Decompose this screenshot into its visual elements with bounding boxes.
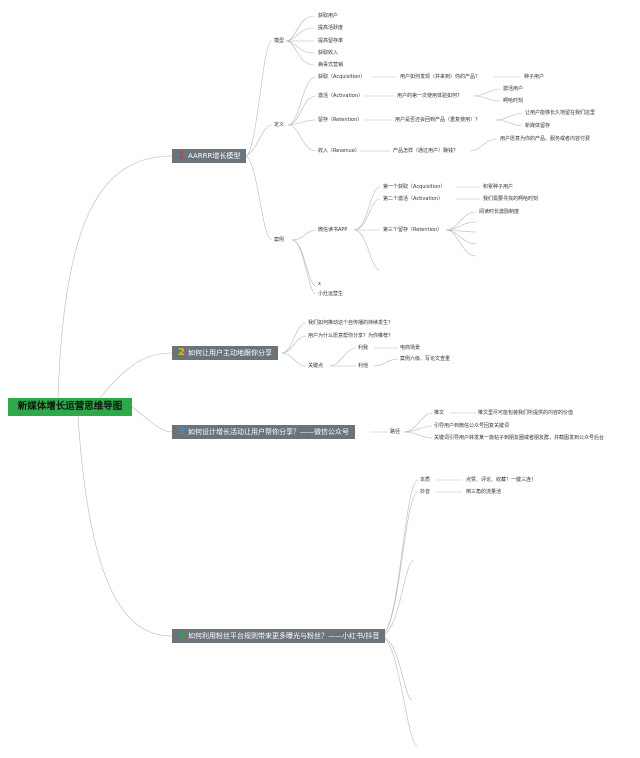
def-retention-answer[interactable]: 新媒体留存 [525, 123, 551, 129]
b3-path[interactable]: 路径 [390, 429, 401, 435]
b4-douyin[interactable]: 抖音 [420, 489, 431, 495]
b3-step-2[interactable]: 引导用户到微信公众号回复关键词 [434, 423, 510, 429]
model-label[interactable]: 模型 [274, 38, 285, 44]
def-acquisition-question[interactable]: 用户如何发现（并来到）你的产品？ [400, 74, 481, 80]
def-retention-answer[interactable]: 让用户能够长久地留在我们这里 [525, 110, 596, 116]
branch-4-label: 如何利用粉丝平台规则带来更多曝光与粉丝？——小红书/抖音 [187, 632, 380, 640]
def-revenue[interactable]: 收入（Revenue） [318, 148, 360, 154]
b2-question-1[interactable]: 我们如何推动这个自传播的持续发生？ [308, 320, 394, 326]
branch-3-number: 3 [178, 426, 185, 437]
b3-tweet[interactable]: 推文 [434, 410, 445, 416]
def-retention[interactable]: 留存（Retention） [318, 117, 363, 123]
model-item[interactable]: 提高活跃度 [318, 25, 344, 31]
case-step-1[interactable]: 第一个获取（Acquisition） [383, 184, 446, 190]
b4-essence-answer[interactable]: 点赞、评论、收藏！一键三连！ [466, 477, 537, 483]
branch-3-label: 如何设计增长活动让用户帮你分享？——微信公众号 [187, 428, 349, 436]
b2-key-point[interactable]: 关键点 [308, 363, 324, 369]
b4-essence[interactable]: 本质 [420, 477, 431, 483]
branch-2-number: 2 [178, 347, 185, 358]
def-acquisition[interactable]: 获取（Acquisition） [318, 74, 366, 80]
case-step-2[interactable]: 第二个激活（Activation） [383, 196, 444, 202]
b2-question-2[interactable]: 用户为什么愿意帮你分享？为你推荐？ [308, 333, 394, 339]
case-step-3-answer[interactable]: 阅读时长激励制度 [479, 209, 520, 215]
case-x[interactable]: x [318, 281, 321, 287]
branch-2-label: 如何让用户主动地跟你分享 [187, 349, 272, 357]
model-item[interactable]: 获取收入 [318, 50, 339, 56]
def-activation-answer[interactable]: 啊哈时刻 [503, 98, 524, 104]
def-activation-answer[interactable]: 激活用户 [503, 86, 524, 92]
case-label[interactable]: 案例 [274, 237, 285, 243]
branch-1-label: AARRR增长模型 [187, 152, 241, 160]
branch-1-number: 1 [178, 150, 185, 161]
b2-li-wo[interactable]: 利我 [358, 345, 369, 351]
b3-step-3[interactable]: 关键词引导用户转发某一篇帖子到朋友圈或者朋友群，并截图发到公众号后台 [434, 435, 605, 441]
def-retention-question[interactable]: 用户是否还会回到产品（重复使用）？ [395, 117, 481, 123]
b2-li-ta[interactable]: 利他 [358, 363, 369, 369]
b3-tweet-answer[interactable]: 推文里尽可能包装我们所提供的内容的价值 [478, 410, 574, 416]
def-acquisition-answer[interactable]: 种子用户 [524, 74, 545, 80]
definition-label[interactable]: 定义 [274, 122, 285, 128]
case-step-1-answer[interactable]: 积累种子用户 [483, 184, 514, 190]
case-step-2-answer[interactable]: 我们需要寻找的啊哈时刻 [483, 196, 539, 202]
def-activation-question[interactable]: 用户的第一次使用体验如何？ [397, 93, 463, 99]
b4-douyin-answer[interactable]: 倒三角的流量池 [466, 489, 502, 495]
model-item[interactable]: 病毒式营销 [318, 62, 344, 68]
def-activation[interactable]: 激活（Activation） [318, 93, 364, 99]
def-revenue-answer[interactable]: 用户愿意为你的产品、服务或者内容付费 [500, 136, 591, 142]
def-revenue-question[interactable]: 产品怎样（通过用户）赚钱？ [393, 148, 459, 154]
branch-4-number: 4 [178, 630, 185, 641]
model-item[interactable]: 提高留存率 [318, 38, 344, 44]
case-app[interactable]: 微信读书APP [318, 227, 348, 233]
model-item[interactable]: 获取用户 [318, 13, 339, 19]
case-xiaozao[interactable]: 小灶运营生 [318, 291, 344, 297]
b2-li-ta-answer[interactable]: 案例六级、写论文查重 [400, 356, 451, 362]
b2-li-wo-answer[interactable]: 电商场景 [400, 345, 421, 351]
case-step-3[interactable]: 第三个留存（Retention） [383, 227, 443, 233]
root-node[interactable]: 新媒体增长运营思维导图 [8, 398, 132, 416]
